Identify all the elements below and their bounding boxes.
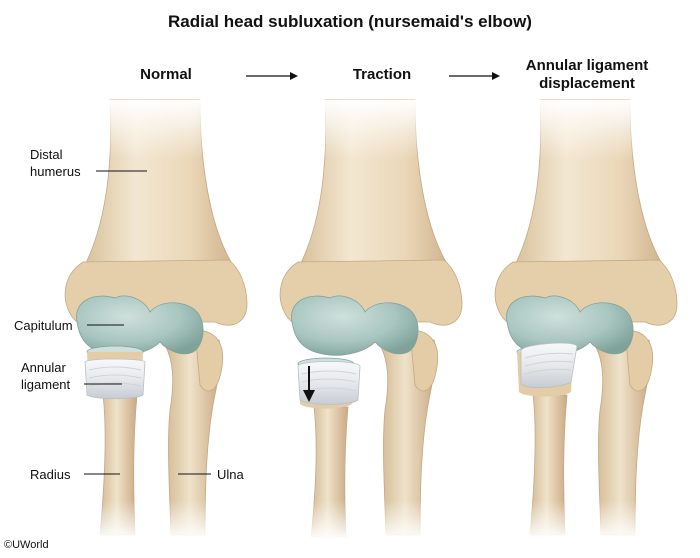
annular-ligament-normal [84, 358, 146, 400]
arrow-right-icon [449, 72, 500, 80]
annular-ligament-displaced [520, 342, 578, 388]
label-radius: Radius [30, 467, 71, 482]
label-annular-ligament: Annular ligament [21, 360, 71, 392]
displacement-elbow [484, 99, 686, 540]
label-capitulum: Capitulum [14, 318, 73, 333]
stage-label-normal: Normal [140, 66, 192, 83]
arrow-right-icon [246, 72, 298, 80]
figure-title: Radial head subluxation (nursemaid's elb… [168, 12, 532, 31]
leader-lines [84, 170, 211, 475]
normal-elbow [54, 99, 256, 540]
label-ulna: Ulna [217, 467, 244, 482]
arrow-down-icon [303, 366, 315, 402]
label-distal-humerus: Distal humerus [30, 147, 81, 179]
stage-label-displacement: Annular ligament displacement [525, 57, 649, 92]
annular-ligament-traction [297, 361, 361, 405]
stage-label-traction: Traction [352, 66, 412, 83]
copyright-text: ©UWorld [4, 539, 49, 551]
traction-elbow [269, 99, 471, 540]
